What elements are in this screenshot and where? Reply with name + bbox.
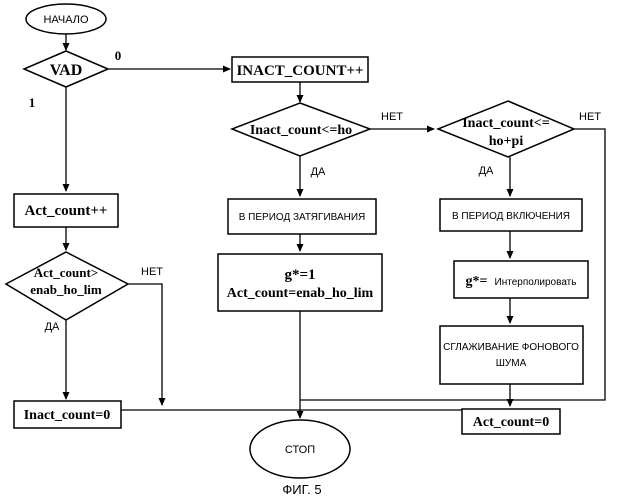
- cond-ho-label: Inact_count<=ho: [250, 123, 352, 138]
- act-reset-label: Act_count=0: [473, 415, 549, 430]
- cond-hopi-decision: Inact_count<= ho+pi: [438, 101, 574, 157]
- cond-enab-decision: Act_count> enab_ho_lim: [6, 252, 128, 320]
- gain-box: g*=1 Act_count=enab_ho_lim: [218, 254, 382, 311]
- stop-label: СТОП: [285, 444, 315, 456]
- act-reset-box: Act_count=0: [462, 409, 560, 434]
- cond-ho-yes-label: ДА: [311, 166, 326, 178]
- gain-line1: g*=1: [284, 267, 315, 283]
- smoothing-box: СГЛАЖИВАНИЕ ФОНОВОГО ШУМА: [440, 326, 583, 384]
- arrow-cond-enab-no: [128, 284, 162, 405]
- cond-enab-no-label: НЕТ: [141, 266, 163, 278]
- cond-enab-yes-label: ДА: [45, 321, 60, 333]
- cond-hopi-line1: Inact_count<=: [462, 116, 550, 131]
- cond-hopi-yes-label: ДА: [479, 165, 494, 177]
- vad-decision: VAD: [24, 51, 108, 87]
- start-terminal: НАЧАЛО: [26, 4, 106, 34]
- cond-ho-decision: Inact_count<=ho: [232, 103, 370, 156]
- interp-gain: g*=: [466, 274, 488, 289]
- cond-enab-line1: Act_count>: [34, 265, 98, 280]
- inclusion-period-box: В ПЕРИОД ВКЛЮЧЕНИЯ: [440, 199, 582, 231]
- hangover-period-box: В ПЕРИОД ЗАТЯГИВАНИЯ: [228, 199, 376, 234]
- inact-count-inc-box: INACT_COUNT++: [232, 57, 368, 82]
- inact-reset-box: Inact_count=0: [14, 401, 121, 428]
- smoothing-line1: СГЛАЖИВАНИЕ ФОНОВОГО: [443, 342, 579, 353]
- cond-ho-no-label: НЕТ: [381, 111, 403, 123]
- figure-caption: ФИГ. 5: [282, 482, 321, 497]
- start-label: НАЧАЛО: [43, 14, 89, 26]
- inact-count-inc-label: INACT_COUNT++: [236, 63, 363, 79]
- smoothing-line2: ШУМА: [496, 358, 527, 369]
- vad-zero-label: 0: [115, 48, 122, 63]
- interp-box: g*= Интерполировать: [454, 261, 588, 298]
- vad-label: VAD: [50, 62, 83, 79]
- cond-hopi-line2: ho+pi: [489, 134, 524, 149]
- act-count-inc-label: Act_count++: [25, 203, 108, 219]
- gain-line2: Act_count=enab_ho_lim: [227, 286, 374, 301]
- cond-enab-line2: enab_ho_lim: [30, 282, 102, 297]
- vad-one-label: 1: [29, 95, 36, 110]
- inclusion-period-label: В ПЕРИОД ВКЛЮЧЕНИЯ: [452, 211, 570, 222]
- cond-hopi-no-label: НЕТ: [579, 111, 601, 123]
- inact-reset-label: Inact_count=0: [24, 408, 111, 423]
- hangover-period-label: В ПЕРИОД ЗАТЯГИВАНИЯ: [239, 212, 366, 223]
- stop-terminal: СТОП: [250, 420, 350, 478]
- interp-word: Интерполировать: [495, 277, 577, 288]
- act-count-inc-box: Act_count++: [14, 194, 118, 227]
